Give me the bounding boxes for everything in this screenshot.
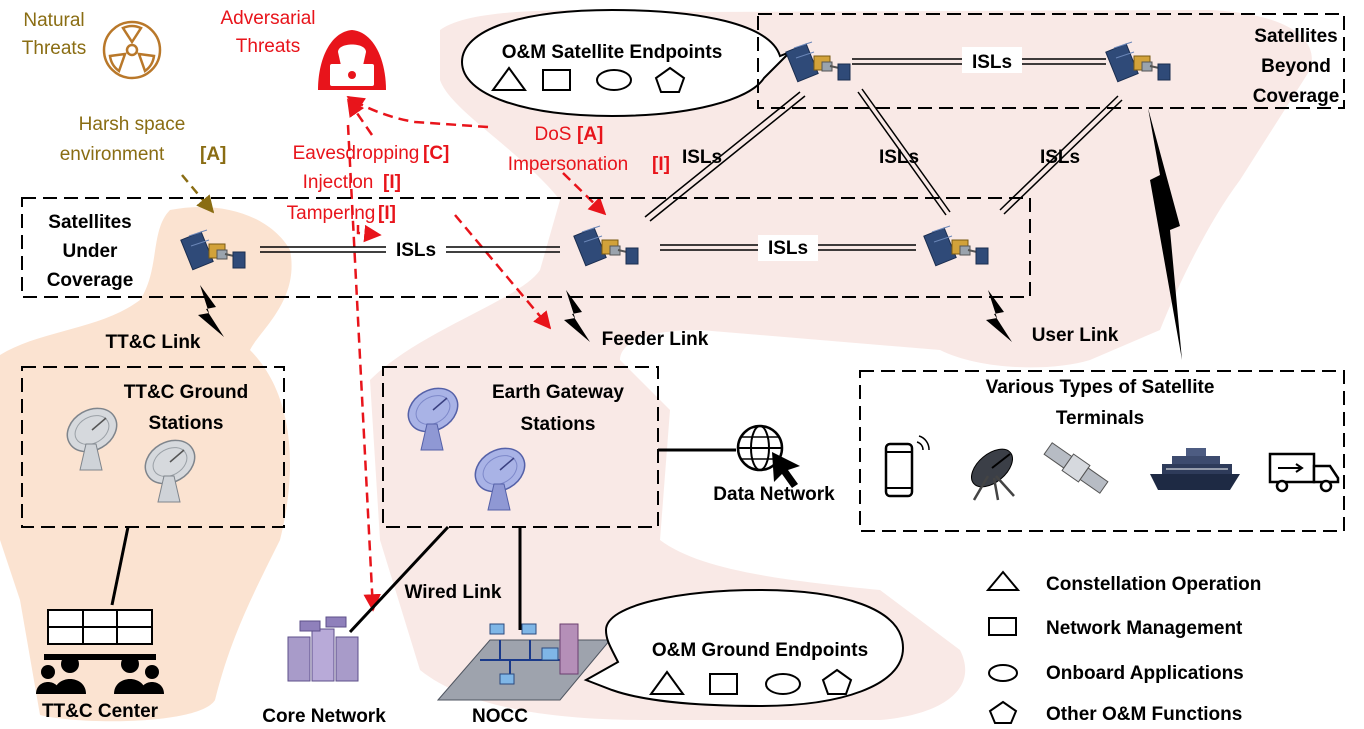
hacker-icon bbox=[318, 30, 386, 90]
dos-label: DoS bbox=[535, 124, 572, 145]
legend-item-label: Onboard Applications bbox=[1046, 663, 1244, 684]
isl-label-right: ISLs bbox=[768, 238, 808, 259]
lightning-icon bbox=[1148, 108, 1182, 360]
adversarial-threats-line1: Adversarial bbox=[220, 8, 315, 29]
dos-tag: [A] bbox=[577, 124, 603, 145]
under-coverage-line1: Satellites bbox=[48, 212, 131, 233]
isl-labels: ISLs ISLs ISLs ISLs ISLs ISLs bbox=[386, 47, 1080, 263]
legend-pentagon-icon bbox=[988, 700, 1018, 724]
injection-label: Injection bbox=[303, 172, 374, 193]
cruise-ship-icon bbox=[1150, 448, 1240, 490]
legend-item-label: Constellation Operation bbox=[1046, 574, 1261, 595]
ttc-wire bbox=[110, 526, 130, 606]
under-coverage-line2: Under bbox=[63, 241, 119, 262]
isl-label-diag1: ISLs bbox=[682, 147, 722, 168]
om-satellite-endpoints-title: O&M Satellite Endpoints bbox=[502, 42, 723, 63]
impersonation-arrow bbox=[562, 172, 607, 216]
pentagon-icon bbox=[654, 66, 686, 93]
earth-gateway-line1: Earth Gateway bbox=[492, 382, 624, 403]
noc-network-icon bbox=[436, 623, 612, 701]
triangle-icon bbox=[491, 66, 527, 91]
beyond-coverage-line1: Satellites bbox=[1254, 26, 1337, 47]
space-region-pink bbox=[370, 9, 1312, 721]
satellite-terminal-icon bbox=[1043, 442, 1109, 494]
gateway-core-wire bbox=[348, 525, 450, 634]
om-ground-endpoints-title: O&M Ground Endpoints bbox=[652, 640, 868, 661]
isl-arrow bbox=[356, 224, 382, 243]
feeder-arrow bbox=[454, 214, 552, 330]
pentagon-icon bbox=[821, 668, 853, 695]
ttc-ground-stations-line2: Stations bbox=[149, 413, 224, 434]
ellipse-icon bbox=[765, 673, 801, 695]
natural-threat-arrow bbox=[181, 174, 215, 214]
natural-threats-line1: Natural bbox=[23, 10, 84, 31]
impersonation-tag: [I] bbox=[652, 154, 670, 175]
harsh-space-line1: Harsh space bbox=[79, 114, 186, 135]
globe-cursor-icon bbox=[736, 424, 800, 488]
injection-tag: [I] bbox=[383, 172, 401, 193]
beyond-coverage-line2: Beyond bbox=[1261, 56, 1331, 77]
tampering-tag: [I] bbox=[378, 203, 396, 224]
ttc-ground-stations-box bbox=[21, 366, 285, 528]
harsh-space-tag: [A] bbox=[200, 144, 226, 165]
isl-label-diag2: ISLs bbox=[879, 147, 919, 168]
legend-item-label: Other O&M Functions bbox=[1046, 704, 1242, 725]
ttc-link-label: TT&C Link bbox=[106, 332, 201, 353]
radiation-icon bbox=[102, 20, 162, 80]
satellites-beyond-coverage-box bbox=[757, 13, 1345, 109]
legend-item-label: Network Management bbox=[1046, 618, 1243, 639]
core-network-label: Core Network bbox=[262, 706, 386, 727]
eavesdropping-label: Eavesdropping bbox=[293, 143, 420, 164]
isl-label-left: ISLs bbox=[396, 240, 436, 261]
natural-threats-line2: Threats bbox=[22, 38, 86, 59]
dish-terminal-icon bbox=[971, 448, 1015, 501]
ttc-ground-stations-line1: TT&C Ground bbox=[124, 382, 249, 403]
harsh-space-line2: environment bbox=[60, 144, 165, 165]
isl-label-top: ISLs bbox=[972, 52, 1012, 73]
legend-rectangle-icon bbox=[988, 617, 1017, 636]
nocc-label: NOCC bbox=[472, 706, 528, 727]
server-stack-icon bbox=[287, 616, 359, 682]
impersonation-label: Impersonation bbox=[508, 154, 628, 175]
smartphone-icon bbox=[884, 435, 930, 498]
wired-link-label: Wired Link bbox=[405, 582, 502, 603]
eaves-arrow bbox=[346, 98, 374, 136]
terminals-line1: Various Types of Satellite bbox=[986, 377, 1215, 398]
legend-triangle-icon bbox=[985, 570, 1021, 591]
beyond-coverage-line3: Coverage bbox=[1253, 86, 1340, 107]
tampering-label: Tampering bbox=[287, 203, 376, 224]
terminals-line2: Terminals bbox=[1056, 408, 1144, 429]
legend: Constellation Operation Network Manageme… bbox=[985, 570, 1261, 725]
under-coverage-line3: Coverage bbox=[47, 270, 134, 291]
triangle-icon bbox=[649, 670, 685, 695]
rectangle-icon bbox=[709, 673, 738, 695]
eavesdropping-tag: [C] bbox=[423, 143, 449, 164]
ttc-center-label: TT&C Center bbox=[42, 701, 159, 722]
rectangle-icon bbox=[542, 69, 571, 91]
user-link-label: User Link bbox=[1032, 325, 1119, 346]
satellite-terminals-box bbox=[859, 370, 1345, 532]
legend-ellipse-icon bbox=[988, 664, 1018, 682]
data-network-label: Data Network bbox=[713, 484, 835, 505]
control-center-icon bbox=[36, 609, 164, 694]
core-network-arrow bbox=[346, 124, 381, 612]
satellites-under-coverage-box bbox=[21, 197, 1031, 298]
ellipse-icon bbox=[596, 69, 632, 91]
earth-gateway-line2: Stations bbox=[521, 414, 596, 435]
adversarial-threats-line2: Threats bbox=[236, 36, 300, 57]
adversarial-attack-arrows bbox=[346, 95, 607, 612]
truck-icon bbox=[1268, 452, 1340, 493]
isl-label-diag3: ISLs bbox=[1040, 147, 1080, 168]
feeder-link-label: Feeder Link bbox=[602, 329, 709, 350]
om-ground-bubble bbox=[583, 588, 905, 708]
